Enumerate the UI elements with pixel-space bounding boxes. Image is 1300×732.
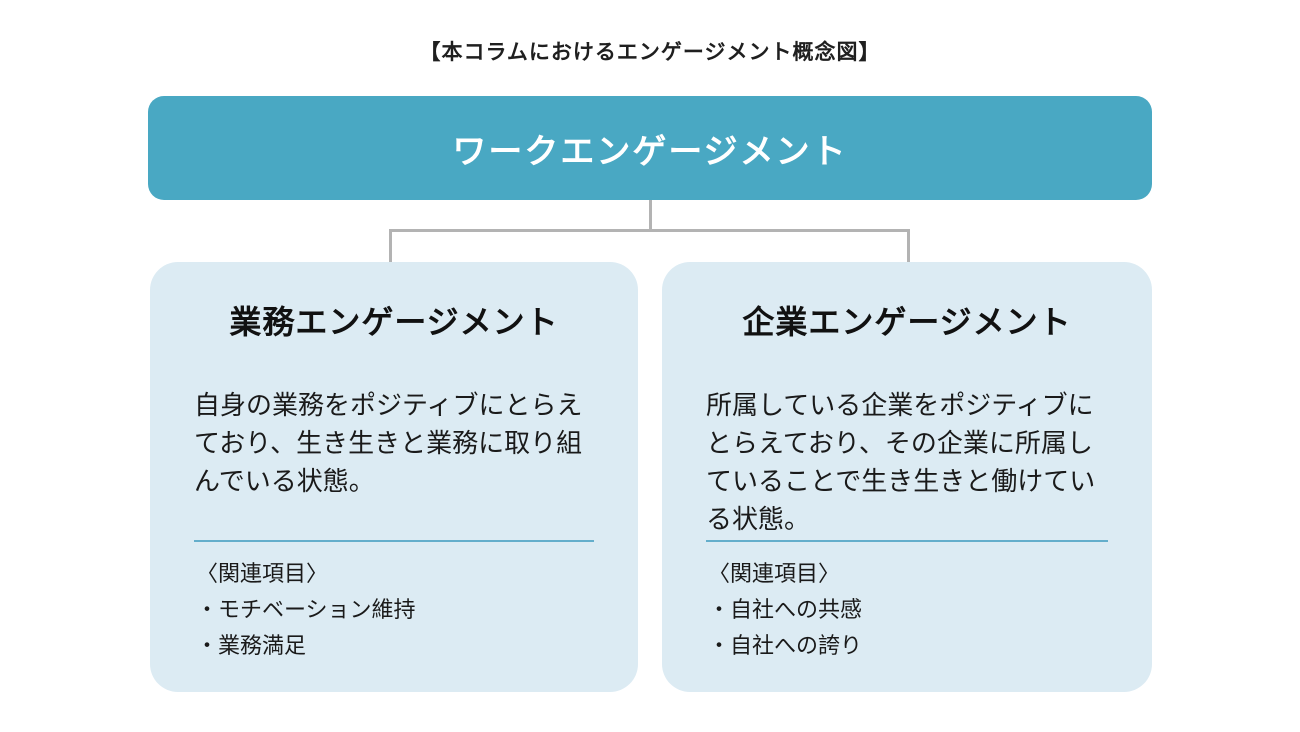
child-node-description: 所属している企業をポジティブにとらえており、その企業に所属していることで生き生き… bbox=[706, 390, 1096, 534]
related-item: ・自社への誇り bbox=[708, 633, 863, 658]
child-node-heading: 企業エンゲージメント bbox=[742, 304, 1072, 340]
related-items-label: 〈関連項目〉 bbox=[708, 561, 841, 586]
section-divider bbox=[194, 540, 594, 542]
child-node-gyomu-engagement: 業務エンゲージメント 自身の業務をポジティブにとらえており、生き生きと業務に取り… bbox=[150, 262, 638, 692]
connector-horizontal bbox=[389, 229, 910, 232]
related-items-section: 〈関連項目〉 ・モチベーション維持 ・業務満足 bbox=[194, 556, 594, 664]
child-node-heading: 業務エンゲージメント bbox=[229, 304, 559, 340]
connector-vertical-stub bbox=[649, 200, 652, 232]
root-node-work-engagement: ワークエンゲージメント bbox=[148, 96, 1152, 200]
diagram-title: 【本コラムにおけるエンゲージメント概念図】 bbox=[419, 41, 881, 64]
connector-drop-right bbox=[907, 229, 910, 263]
section-divider bbox=[706, 540, 1108, 542]
related-item: ・自社への共感 bbox=[708, 597, 863, 622]
related-item: ・モチベーション維持 bbox=[196, 597, 416, 622]
child-node-kigyou-engagement: 企業エンゲージメント 所属している企業をポジティブにとらえており、その企業に所属… bbox=[662, 262, 1152, 692]
related-items-label: 〈関連項目〉 bbox=[196, 561, 329, 586]
related-items-section: 〈関連項目〉 ・自社への共感 ・自社への誇り bbox=[706, 556, 1108, 664]
connector-drop-left bbox=[389, 229, 392, 263]
related-item: ・業務満足 bbox=[196, 633, 307, 658]
root-node-label: ワークエンゲージメント bbox=[452, 132, 848, 171]
child-node-description: 自身の業務をポジティブにとらえており、生き生きと業務に取り組んでいる状態。 bbox=[194, 390, 583, 496]
